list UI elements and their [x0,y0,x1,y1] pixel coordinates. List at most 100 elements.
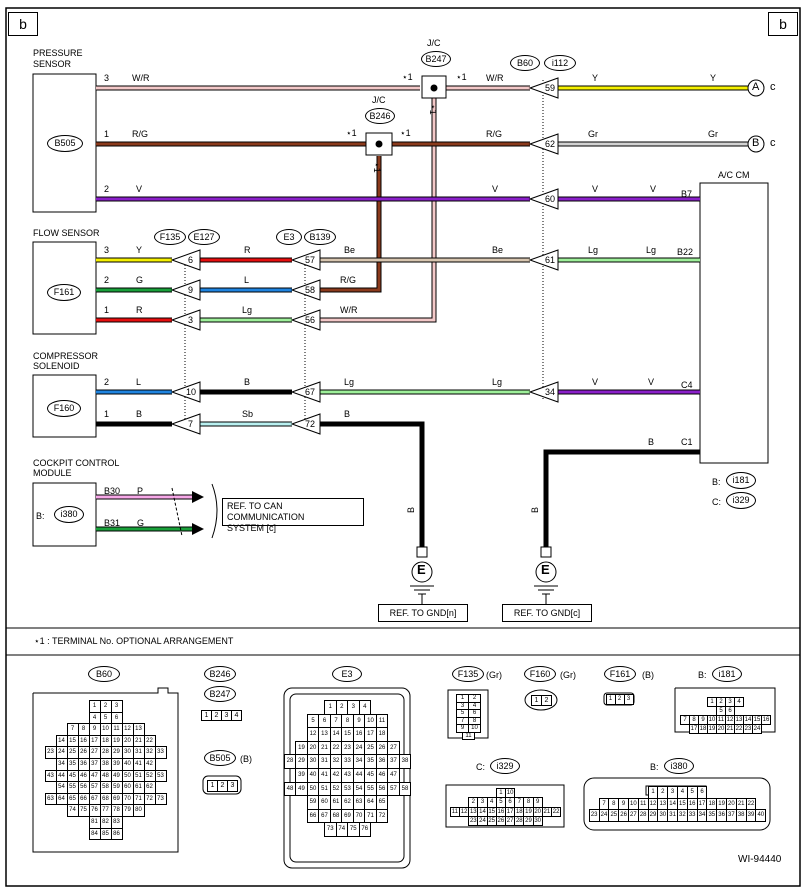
f3-color: W/R [340,305,358,315]
e3-pin: 47 [387,768,400,783]
w1-color: W/R [132,73,150,83]
f2-terminal: 9 [188,285,194,295]
w2-color: R/G [132,129,149,139]
can-ref-line2: SYSTEM [c] [227,523,277,533]
i112-connector: i112 [544,55,576,71]
f2-terminal: 58 [305,285,316,295]
wire-c1-color: P [137,486,144,496]
star-marker: ⋆1 [400,128,411,138]
w2-pin: 1 [104,129,110,139]
b60-pin: 84 [88,827,101,841]
gnd1-color: B [406,506,417,514]
i329-view-prefix: C: [476,762,485,772]
can-ref-line1: REF. TO CAN COMMUNICATION [227,501,305,522]
b505-view-title: B505 [204,750,236,766]
compressor-label-1: COMPRESSOR [33,351,99,361]
ac-cm-pin-b22: B22 [677,247,694,257]
gnd2-color-top: B [648,437,655,447]
b505-view-suffix: (B) [240,754,252,764]
f1-color: Be [344,245,356,255]
cockpit-label-1: COCKPIT CONTROL [33,458,120,468]
b60-view-title: B60 [88,666,120,682]
e3-pin: 18 [375,727,389,742]
ac-cm-label: A/C CM [718,170,750,180]
ground-e-label: E [541,562,550,577]
b60-pin: 6 [110,711,123,725]
f135-view-title: F135 [452,666,484,682]
e3-pin: 72 [375,808,389,824]
b246-pin: 4 [231,710,242,721]
s2-terminal: 72 [305,419,316,429]
ac-cm-pin-b7: B7 [681,189,693,199]
f135-pin: 11 [462,731,475,740]
w3-color: V [650,184,657,194]
s1-color: Lg [344,377,355,387]
f161-view-title: F161 [604,666,636,682]
f1-terminal: 57 [305,255,316,265]
ac-cm-conn-b-prefix: B: [712,477,721,487]
e3-pin: 4 [358,700,371,715]
f160-pin: 2 [541,695,552,706]
s1-color: Lg [492,377,503,387]
i380-view-title: i380 [664,758,694,774]
s2-terminal: 7 [188,419,194,429]
f1-color: Lg [588,245,599,255]
w2-terminal: 62 [545,139,556,149]
w1-color: W/R [486,73,504,83]
w1-terminal: 59 [545,83,556,93]
b60-pin: 73 [154,792,167,806]
i329-pin: 22 [551,806,562,817]
s1-terminal: 10 [186,387,197,397]
i181-pin: 4 [734,697,744,707]
e3-pin: 28 [283,754,297,769]
f2-color: G [136,275,144,285]
diagram-id: WI-94440 [738,854,782,865]
i380-connector: i380 [54,506,84,523]
e127-connector: E127 [188,229,220,245]
e3-pin: 11 [375,713,389,729]
ac-cm-pin-c4: C4 [681,380,693,390]
f3-terminal: 3 [188,315,194,325]
f3-terminal: 56 [305,315,316,325]
b60-pin: 63 [44,792,57,806]
star-marker: ⋆1 [456,72,467,82]
s1-color: L [136,377,142,387]
b246-view-title: B246 [204,666,236,682]
i329-view-title: i329 [490,758,520,774]
b505-pin: 3 [227,780,238,792]
f2-pin: 2 [104,275,110,285]
e3-view-title: E3 [332,666,362,682]
f161-pin: 3 [623,694,634,705]
b60-pin: 83 [110,816,123,829]
f1-pin: 3 [104,245,110,255]
s2-color: Sb [242,409,254,419]
pressure-sensor-label-1: PRESSURE [33,48,83,58]
s2-color: B [136,409,143,419]
e3-pin: 38 [398,754,412,769]
ac-cm-box [699,182,769,464]
i181-view-title: i181 [712,666,742,682]
e3-pin: 58 [398,781,412,797]
w3-color: V [592,184,599,194]
e3-pin: 76 [358,822,371,837]
ac-cm-conn-c-prefix: C: [712,497,721,507]
f1-color: R [244,245,251,255]
cockpit-conn-prefix: B: [36,511,45,521]
i181-pin: 16 [761,715,771,725]
i181-pin: 24 [752,724,762,734]
b60-pin: 33 [154,746,167,759]
w2-color: Gr [708,129,718,139]
w3-color: V [136,184,143,194]
b60-connector: B60 [510,55,540,71]
s1-color: V [648,377,655,387]
f1-color: Be [492,245,504,255]
f2-color: L [244,275,250,285]
can-ref-box: REF. TO CAN COMMUNICATION SYSTEM [c] [222,498,364,533]
f1-color: Y [136,245,143,255]
i181-view-prefix: B: [698,670,707,680]
jc2-label: J/C [372,95,386,105]
gnd2-color: B [530,506,541,514]
w2-color: R/G [486,129,503,139]
